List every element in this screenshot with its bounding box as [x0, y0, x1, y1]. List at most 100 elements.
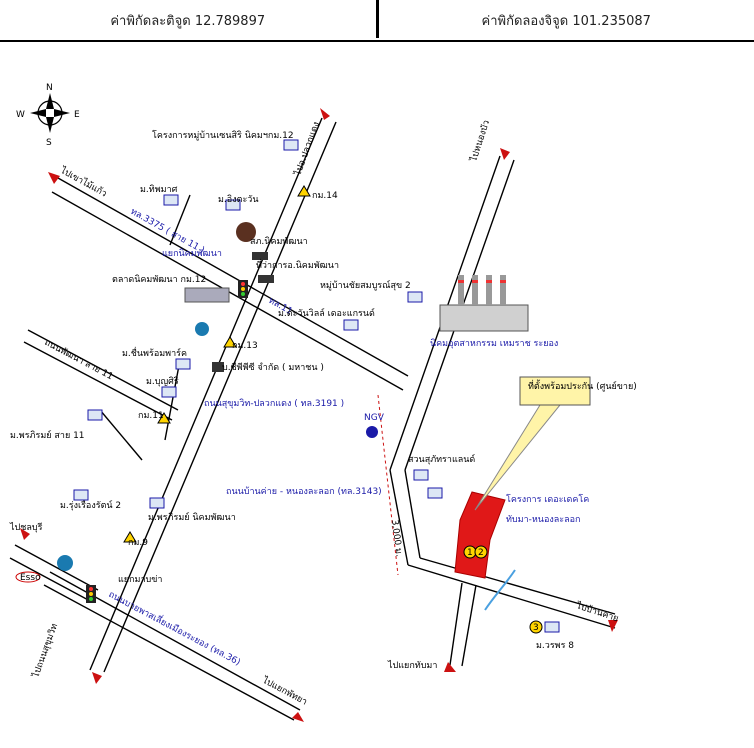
- label-to-thap-ma: ไปแยกทับมา: [387, 660, 437, 671]
- latitude-label: ค่าพิกัดละติจูด 12.789897: [110, 13, 266, 29]
- road-3191: [89, 117, 337, 673]
- road-to-thap-ma: [449, 582, 477, 667]
- km9-icon: [123, 531, 137, 543]
- km13-icon: [223, 336, 237, 348]
- house-icon: [161, 386, 177, 398]
- label-to-sukhumvit: ไปถนนสุขุมวิท: [30, 622, 60, 680]
- callout-text: ที่ตั้งพร้อมประกัน (ศูนย์ขาย): [528, 379, 637, 392]
- esso-icon: [15, 571, 41, 583]
- longitude-label: ค่าพิกัดลองจิจูด 101.235087: [481, 13, 651, 29]
- marker-3: [529, 620, 543, 634]
- house-icon: [225, 199, 241, 211]
- header-divider: [375, 0, 379, 38]
- km14-icon: [297, 185, 311, 197]
- label-to-nong-bua: ไปหนองบัว: [468, 119, 492, 164]
- project-area: [454, 491, 506, 579]
- label-post-office: สภ.นิคมพัฒนา: [250, 236, 308, 247]
- label-km9: กม.9: [128, 538, 148, 548]
- house-icon: [149, 497, 165, 509]
- soi-thipmat: [169, 194, 191, 246]
- building-icons: [184, 252, 274, 372]
- label-km14: กม.14: [312, 191, 338, 201]
- company-logo-icon: [236, 222, 256, 242]
- house-icons: [73, 139, 560, 633]
- label-village-rungrueang: ม.รุ่งเรืองรัตน์ 2: [60, 499, 121, 511]
- arrow-ban-khai: [608, 620, 618, 632]
- marker-1-label: 1: [467, 548, 473, 558]
- label-road-3143: ถนนบ้านค่าย - หนองละลอก (ทล.3143): [226, 486, 382, 497]
- label-km11: กม.11: [138, 411, 164, 421]
- esso-label: Esso: [20, 573, 41, 583]
- marker-2-label: 2: [478, 548, 484, 558]
- house-icon: [544, 621, 560, 633]
- building-icon: [252, 252, 268, 260]
- market-icon: [184, 287, 230, 303]
- house-icon: [413, 469, 429, 481]
- arrow-nong-bua: [500, 148, 510, 160]
- arrow-khao-mai-kaeo: [48, 172, 60, 184]
- label-project-name: โครงการ เดอะเดคโค: [506, 494, 589, 505]
- marker-3-label: 3: [533, 623, 539, 633]
- arrow-thap-ma: [444, 662, 456, 672]
- label-junction-mabkha: แยกมาบข่า: [118, 575, 162, 585]
- bypass-road: [43, 571, 301, 721]
- distance-line: [377, 394, 399, 576]
- marker-2: [474, 545, 488, 559]
- house-icon: [427, 487, 443, 499]
- label-ngv: NGV: [364, 413, 385, 423]
- factory-small-icon: [212, 362, 224, 372]
- building-icon: [258, 275, 274, 283]
- arrow-map-ta-phut: [292, 712, 304, 722]
- ngv-icon: [366, 426, 378, 438]
- direction-arrows: [20, 108, 618, 722]
- house-icon: [175, 358, 191, 370]
- label-soi-11: ถนนพัฒนา สาย 11: [43, 338, 115, 383]
- house-icon: [407, 291, 423, 303]
- compass-icon: N S W E: [16, 83, 80, 148]
- km11-icon: [157, 412, 171, 424]
- label-sukhumvit-road: ถนนสุขุมวิท-ปลวกแดง ( ทล.3191 ): [204, 398, 344, 409]
- soi-bunsiri: [164, 359, 181, 441]
- compass-w: W: [16, 110, 25, 120]
- label-village-phonrom: ม.พรภิรมย์ สาย 11: [10, 429, 85, 441]
- label-market-nikhom: ตลาดนิคมพัฒนา กม.12: [112, 274, 206, 285]
- road-to-chonburi: [14, 544, 99, 591]
- label-industrial-estate: นิคมอุตสาหกรรม เหมราช ระยอง: [430, 338, 558, 349]
- house-icon: [87, 409, 103, 421]
- ptt-icon: [195, 322, 209, 336]
- label-village-chuenpeople: ม.ชื่นพร้อมพาร์ค: [122, 346, 187, 359]
- label-district-office: ที่ว่าการอ.นิคมพัฒนา: [256, 258, 339, 271]
- house-icon: [343, 319, 359, 331]
- label-village-sansiri: โครงการหมู่บ้านเซนสิริ นิคมฯกม.12: [152, 130, 294, 141]
- coordinate-header: ค่าพิกัดละติจูด 12.789897 ค่าพิกัดลองจิจ…: [0, 0, 754, 42]
- road-to-chonburi-2: [9, 557, 93, 603]
- traffic-light-icon: [238, 280, 248, 298]
- compass-e: E: [74, 110, 80, 120]
- house-icon: [73, 489, 89, 501]
- label-village-thipmat: ม.ทิพมาศ: [140, 184, 178, 195]
- label-km13: กม.13: [232, 341, 258, 351]
- house-icon: [283, 139, 299, 151]
- soi-11-road: [23, 329, 179, 421]
- factory-icon: [439, 275, 529, 332]
- soi-phonrom: [99, 409, 143, 461]
- label-village-phonrom2: ม.พรภิรมย์ นิคมพัฒนา: [148, 511, 236, 523]
- label-village-ingtawan: ม.อิงตะวัน: [218, 194, 258, 205]
- arrow-chonburi: [20, 528, 30, 540]
- label-village-chatchai: หมู่บ้านชัยสมบูรณ์สุข 2: [320, 279, 411, 291]
- compass-n: N: [46, 83, 53, 93]
- stream: [484, 569, 516, 611]
- label-company-cpp: บ.ซีพีพีซี จำกัด ( มหาชน ): [222, 362, 324, 373]
- label-suan-suphatra: สวนสุภัทราแลนด์: [408, 453, 475, 465]
- house-icon: [163, 194, 179, 206]
- label-village-bunsiri: ม.บุญศิริ: [146, 376, 179, 387]
- road-3143: [389, 469, 616, 629]
- arrow-sukhumvit: [92, 672, 102, 684]
- arrow-pluak-daeng: [320, 108, 330, 120]
- distance-label: 3,000 ม.: [389, 519, 403, 557]
- label-to-chonburi: ไปชลบุรี: [9, 522, 43, 533]
- label-village-tawanwill: ม.ตะวันวิลล์ เดอะแกรนด์: [278, 307, 375, 319]
- callout-box: [519, 376, 591, 406]
- label-project-sub: ทับมา-หนองละลอก: [506, 515, 580, 525]
